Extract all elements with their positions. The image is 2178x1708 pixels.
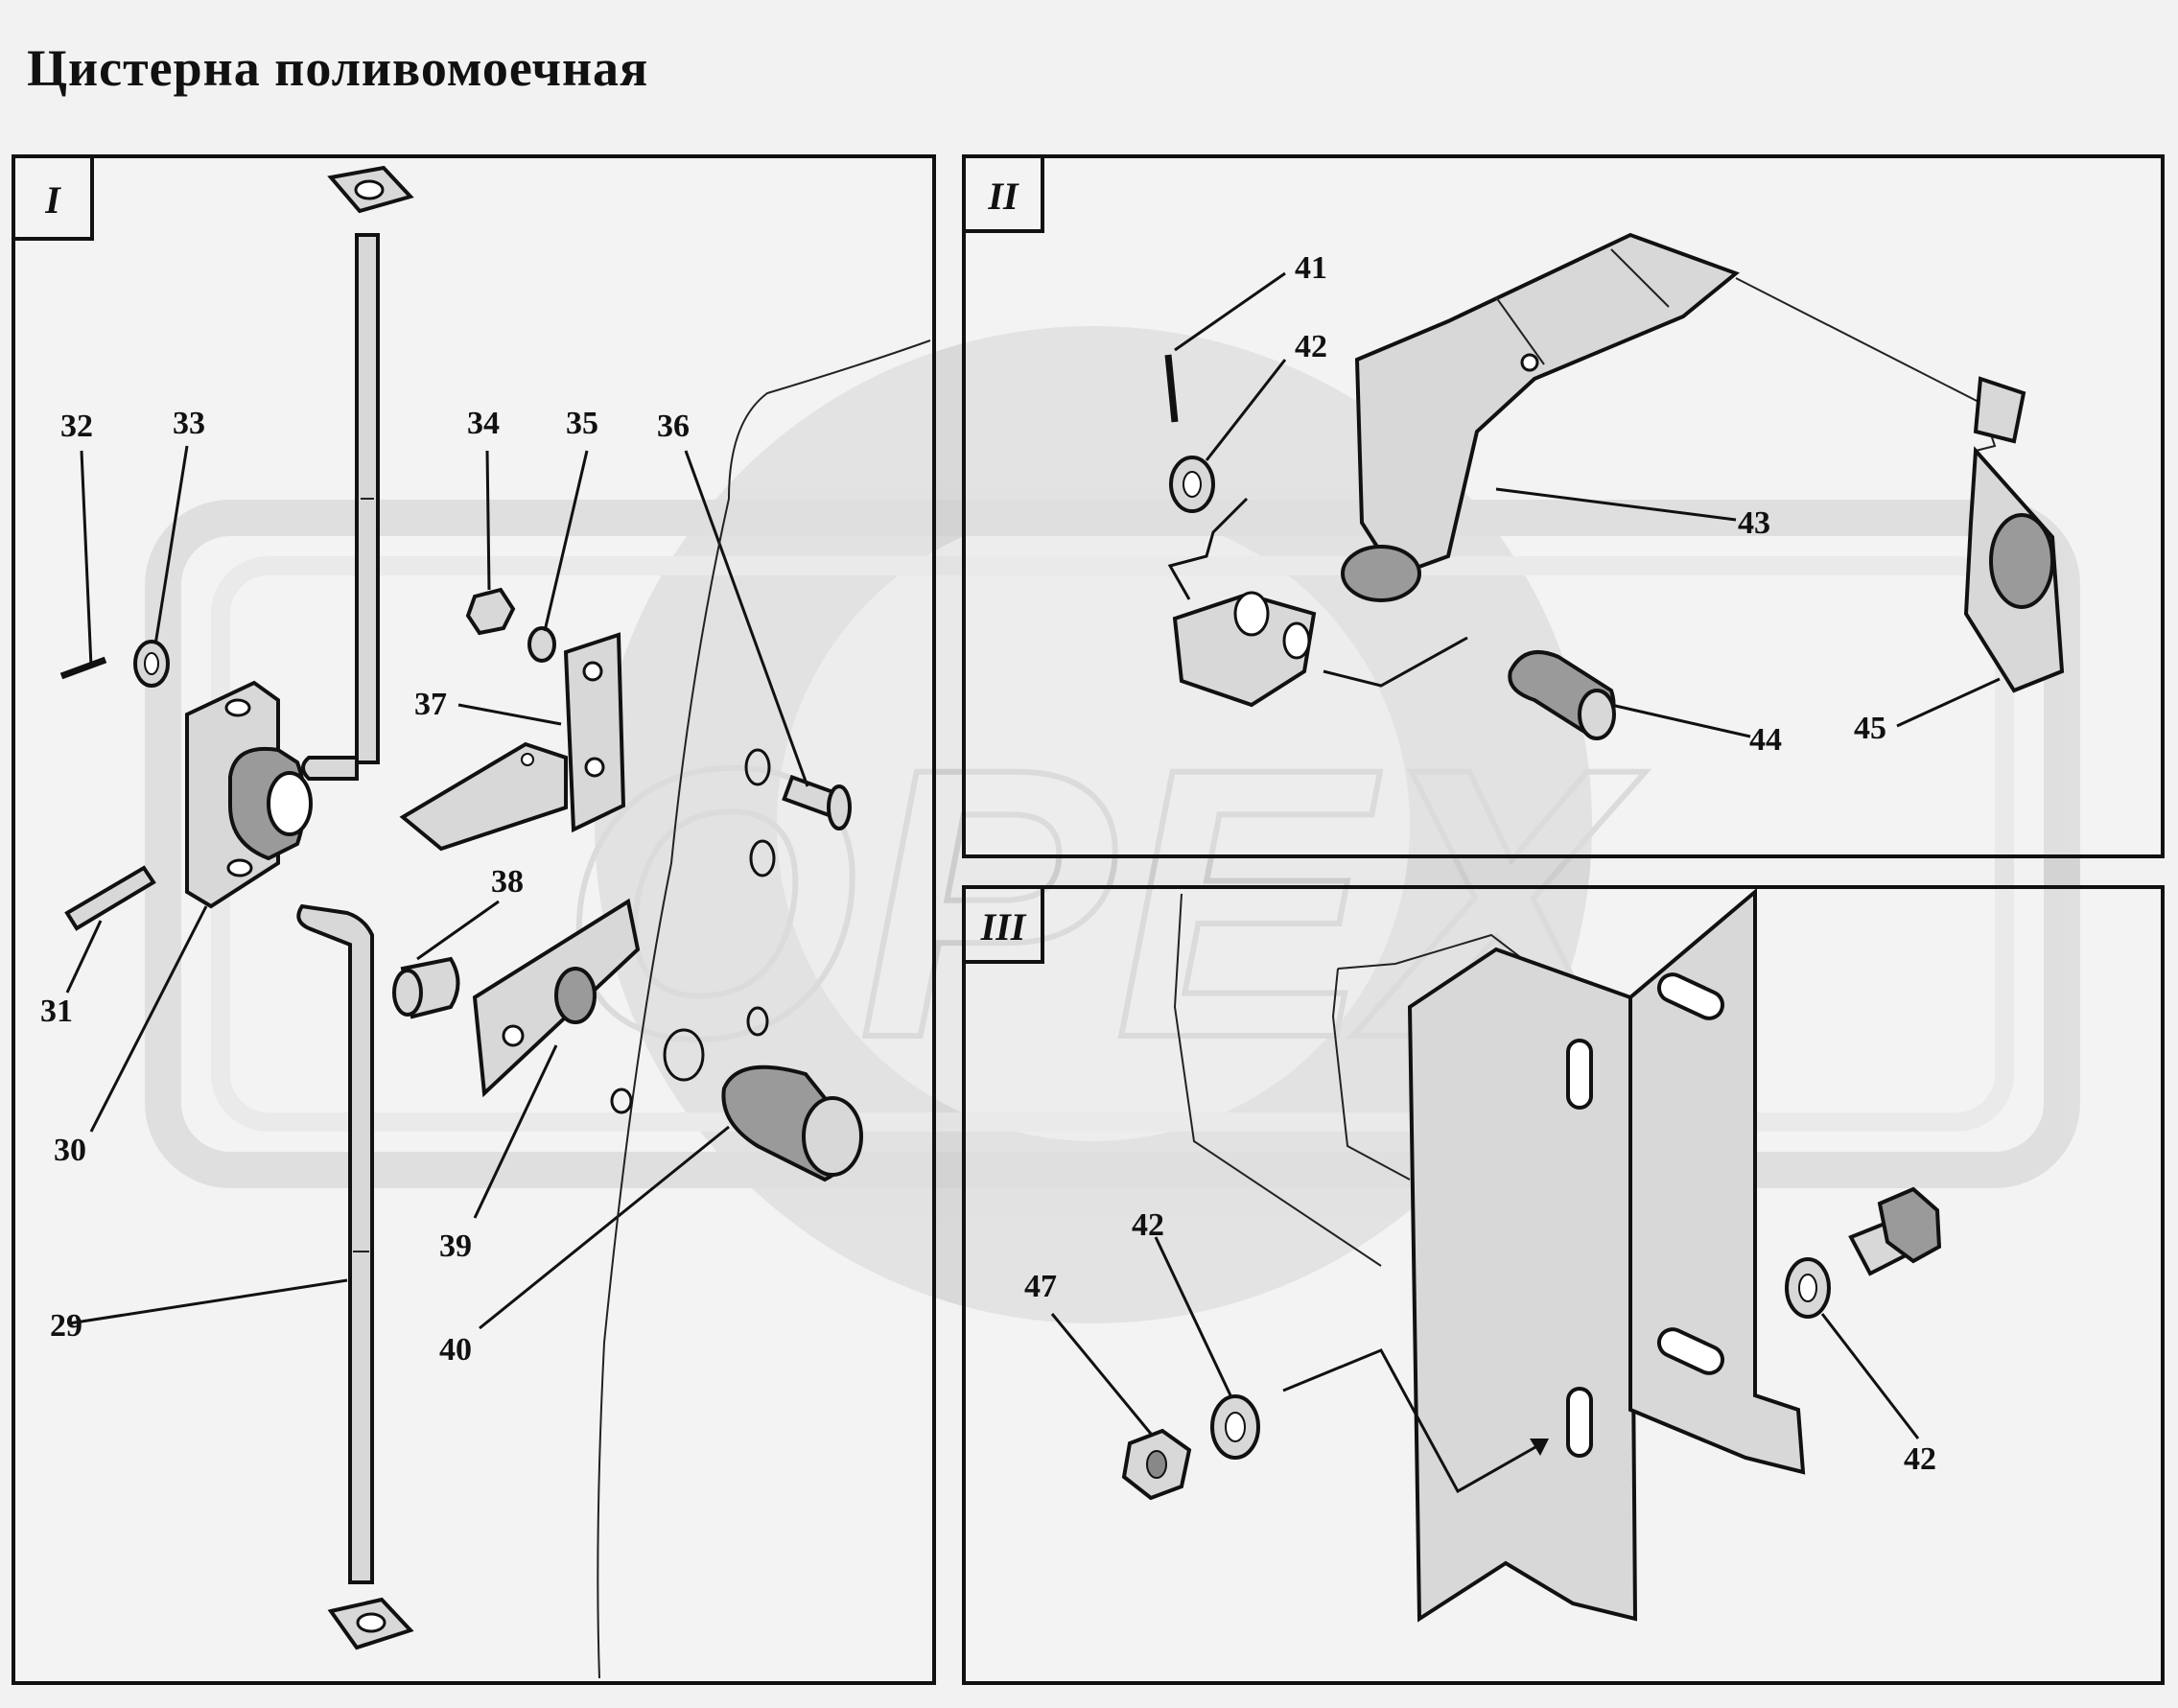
assembly-arrow-3: [1282, 1348, 1543, 1494]
callout-40: 40: [439, 1332, 472, 1368]
callout-44: 44: [1749, 722, 1782, 758]
frame-contour-left: [1173, 893, 1382, 1267]
callout-36: 36: [657, 409, 690, 444]
panel-ii-parts: [1164, 232, 2065, 740]
rod-lower: [296, 903, 374, 1584]
panel-i-label: I: [44, 178, 61, 222]
panel-ii-label-box: [962, 154, 1044, 233]
assembly-arrow-2: [1323, 636, 1468, 688]
panel-iii-parts: [1050, 887, 1942, 1623]
bracket-side: [1628, 887, 1806, 1475]
callout-37: 37: [414, 687, 447, 722]
panel-iii-label: III: [980, 905, 1027, 948]
nut-34: [465, 587, 516, 636]
panel-iii-label-box: [962, 885, 1044, 964]
leader-29: [68, 1278, 348, 1325]
callout-41: 41: [1295, 250, 1327, 286]
washer-35: [527, 626, 556, 663]
pin-32-leader: [80, 450, 93, 667]
callout-39: 39: [439, 1228, 472, 1264]
panel-ii-label: II: [987, 175, 1019, 218]
rod-upper-bend: [301, 756, 359, 781]
bracket-plate: [1407, 947, 1638, 1623]
callout-30: 30: [54, 1133, 86, 1168]
panel-i-parts: [59, 165, 931, 1679]
callout-34: 34: [467, 406, 500, 441]
leader-42-right: [1820, 1313, 1920, 1439]
cotter-pin: [59, 656, 107, 680]
callout-31: 31: [40, 994, 73, 1029]
callout-38: 38: [491, 864, 524, 900]
leader-43: [1495, 487, 1737, 522]
leader-37: [457, 703, 562, 726]
page-title: Цистерна поливомоечная: [27, 39, 649, 97]
callout-32: 32: [60, 409, 93, 444]
callout-42-top: 42: [1295, 329, 1327, 364]
pedal-hinge: [1341, 545, 1421, 602]
leader-44: [1610, 703, 1751, 738]
callout-33: 33: [173, 406, 205, 441]
callout-35: 35: [566, 406, 598, 441]
leader-30: [89, 905, 208, 1133]
callout-42-mid: 42: [1132, 1207, 1164, 1243]
leader-40: [479, 1125, 730, 1330]
callouts: 29 30 31 32 33 34 35 36 37 38 39 40 41 4…: [40, 250, 1936, 1477]
callout-43: 43: [1738, 505, 1770, 541]
assembly-arrow-1: [1167, 497, 1249, 600]
lever-arm: [399, 741, 568, 852]
pin-31: [64, 865, 156, 931]
leader-45: [1896, 677, 2001, 728]
callout-45: 45: [1854, 711, 1886, 746]
panel-contour: [597, 339, 931, 1679]
panel-i-label-box: [12, 154, 94, 241]
callout-42-right: 42: [1904, 1441, 1936, 1477]
callout-29: 29: [50, 1308, 82, 1344]
cotter-pin-41: [1164, 354, 1179, 423]
latch-top: [1973, 376, 2026, 444]
lever-plate: [563, 632, 626, 833]
callout-47: 47: [1024, 1269, 1057, 1304]
leader-47: [1050, 1313, 1153, 1435]
leader-39: [473, 1044, 558, 1219]
